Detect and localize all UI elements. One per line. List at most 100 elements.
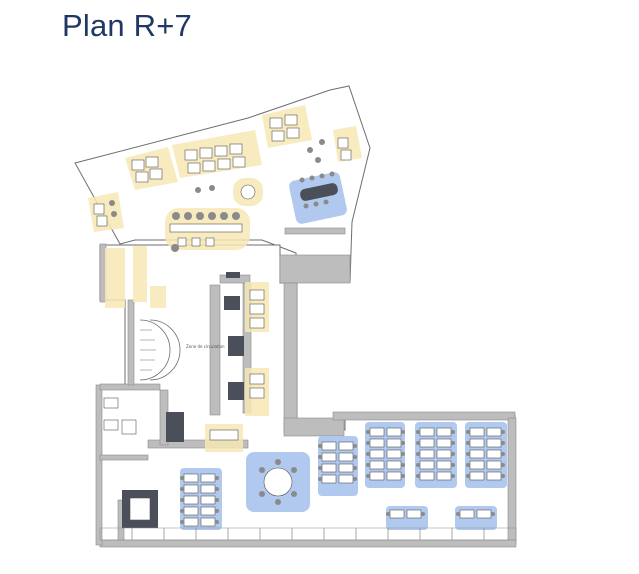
desk-icon	[369, 449, 385, 459]
chair-icon	[318, 455, 322, 459]
desk-icon	[200, 506, 216, 516]
chair-icon	[401, 474, 405, 478]
desk-icon	[436, 438, 452, 448]
chair-icon	[215, 476, 219, 480]
desk-icon	[183, 495, 199, 505]
workstation-desks	[180, 427, 505, 527]
zone-ws-3	[365, 422, 405, 488]
desk-icon	[469, 471, 485, 481]
chair-icon	[501, 452, 505, 456]
chair-icon	[466, 441, 470, 445]
desk-icon	[321, 474, 337, 484]
chair-icon	[451, 430, 455, 434]
desk-icon	[338, 474, 354, 484]
desk-icon	[459, 509, 475, 519]
furniture-top	[93, 114, 352, 227]
chair-icon	[353, 466, 357, 470]
desk-icon	[338, 452, 354, 462]
chair-icon	[353, 444, 357, 448]
round-table	[259, 459, 297, 505]
desk-icon	[469, 460, 485, 470]
zone-ws-4	[415, 422, 457, 488]
desk-icon	[200, 517, 216, 527]
chair-icon	[353, 477, 357, 481]
desk-icon	[469, 427, 485, 437]
zone-ws-5	[465, 422, 507, 488]
desk-icon	[419, 449, 435, 459]
chair-icon	[501, 441, 505, 445]
chair-icon	[501, 430, 505, 434]
desk-icon	[183, 473, 199, 483]
chair-icon	[466, 430, 470, 434]
chair-icon	[416, 430, 420, 434]
chair-icon	[466, 463, 470, 467]
desk-icon	[321, 441, 337, 451]
desk-icon	[436, 460, 452, 470]
desk-icon	[338, 441, 354, 451]
chair-icon	[421, 512, 425, 516]
chair-icon	[401, 430, 405, 434]
desk-icon	[469, 449, 485, 459]
chair-icon	[180, 487, 184, 491]
desk-icon	[386, 471, 402, 481]
desk-icon	[436, 449, 452, 459]
desk-icon	[386, 427, 402, 437]
chair-icon	[451, 463, 455, 467]
desk-icon	[386, 438, 402, 448]
desk-icon	[486, 471, 502, 481]
desk-icon	[183, 484, 199, 494]
chair-icon	[501, 474, 505, 478]
desk-icon	[486, 449, 502, 459]
chair-icon	[401, 452, 405, 456]
chair-icon	[180, 509, 184, 513]
bottom-offices	[99, 527, 517, 541]
office-cell	[483, 527, 517, 541]
desk-icon	[321, 463, 337, 473]
chair-icon	[451, 441, 455, 445]
structural-walls	[95, 227, 517, 548]
desk-icon	[321, 452, 337, 462]
desk-icon	[419, 460, 435, 470]
chair-icon	[215, 520, 219, 524]
chair-icon	[401, 441, 405, 445]
chair-icon	[416, 474, 420, 478]
chair-icon	[318, 477, 322, 481]
desk-icon	[436, 471, 452, 481]
desk-icon	[419, 427, 435, 437]
chair-icon	[466, 474, 470, 478]
chair-icon	[353, 455, 357, 459]
desk-icon	[369, 427, 385, 437]
desk-icon	[369, 471, 385, 481]
chair-icon	[366, 441, 370, 445]
desk-icon	[389, 509, 405, 519]
desk-icon	[386, 460, 402, 470]
desk-icon	[476, 509, 492, 519]
chair-icon	[456, 512, 460, 516]
chair-icon	[366, 452, 370, 456]
chair-icon	[416, 441, 420, 445]
bottom-left-room	[103, 397, 158, 528]
desk-icon	[419, 438, 435, 448]
chair-icon	[180, 520, 184, 524]
desk-icon	[419, 471, 435, 481]
lounge-furniture	[169, 184, 256, 252]
chair-icon	[215, 487, 219, 491]
chair-icon	[318, 466, 322, 470]
chair-icon	[451, 474, 455, 478]
desk-icon	[386, 449, 402, 459]
desk-icon	[200, 473, 216, 483]
chair-icon	[466, 452, 470, 456]
stair-icon	[139, 319, 181, 381]
desk-icon	[183, 517, 199, 527]
chair-icon	[501, 463, 505, 467]
desk-icon	[369, 438, 385, 448]
chair-icon	[366, 430, 370, 434]
desk-icon	[200, 484, 216, 494]
chair-icon	[366, 463, 370, 467]
desk-icon	[469, 438, 485, 448]
desk-icon	[436, 427, 452, 437]
chair-icon	[318, 444, 322, 448]
desk-icon	[338, 463, 354, 473]
chair-icon	[215, 509, 219, 513]
